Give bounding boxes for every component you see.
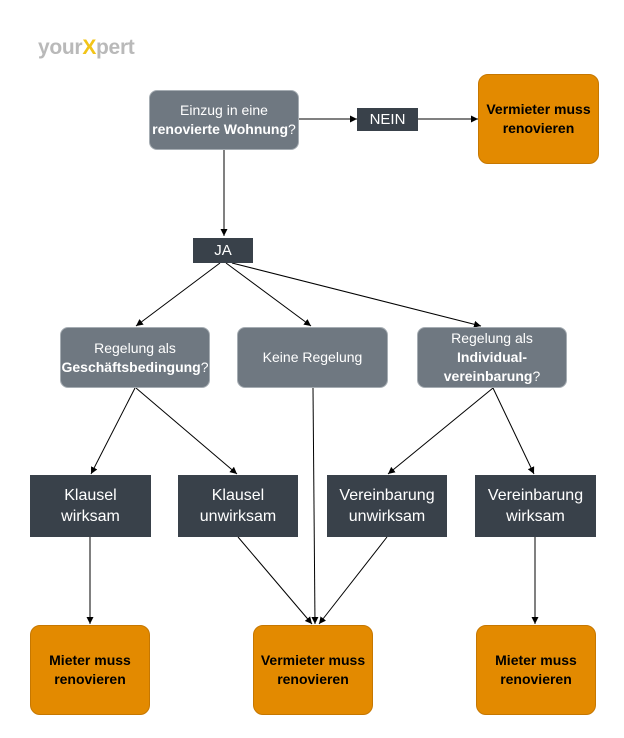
node-agreement-valid: Vereinbarung wirksam (475, 475, 596, 537)
node-clause-valid: Klausel wirksam (30, 475, 151, 537)
edge-ja-to-terms (135, 262, 221, 327)
question-renovated-apartment: Einzug in eine renovierte Wohnung? (149, 90, 299, 150)
node-clause-invalid: Klausel unwirksam (178, 475, 298, 537)
edge-agree-invalid-to-landlord (318, 536, 388, 625)
yourxpert-logo: yourXpert (38, 36, 135, 59)
edge-ja-to-none (225, 262, 312, 327)
result-landlord-must-renovate-bottom: Vermieter muss renovieren (253, 625, 373, 715)
label-ja: JA (193, 238, 253, 263)
question-individual-agreement: Regelung als Individual- vereinbarung? (417, 327, 567, 388)
edge-invalid-to-landlord (237, 536, 313, 625)
edge-individual-to-agree-valid (492, 387, 535, 475)
edge-individual-to-agree-invalid (387, 387, 494, 475)
question-terms-and-conditions: Regelung als Geschäftsbedingung? (60, 327, 210, 388)
label-nein: NEIN (357, 108, 418, 131)
edge-none-to-landlord (311, 387, 319, 625)
result-tenant-must-renovate-left: Mieter muss renovieren (30, 625, 150, 715)
node-no-rule: Keine Regelung (237, 327, 388, 388)
edge-ja-to-individual (231, 262, 482, 328)
result-landlord-must-renovate-top: Vermieter muss renovieren (478, 74, 599, 164)
edge-terms-to-valid (90, 387, 136, 475)
result-tenant-must-renovate-right: Mieter muss renovieren (476, 625, 596, 715)
node-agreement-invalid: Vereinbarung unwirksam (327, 475, 447, 537)
edge-terms-to-invalid (135, 387, 238, 475)
